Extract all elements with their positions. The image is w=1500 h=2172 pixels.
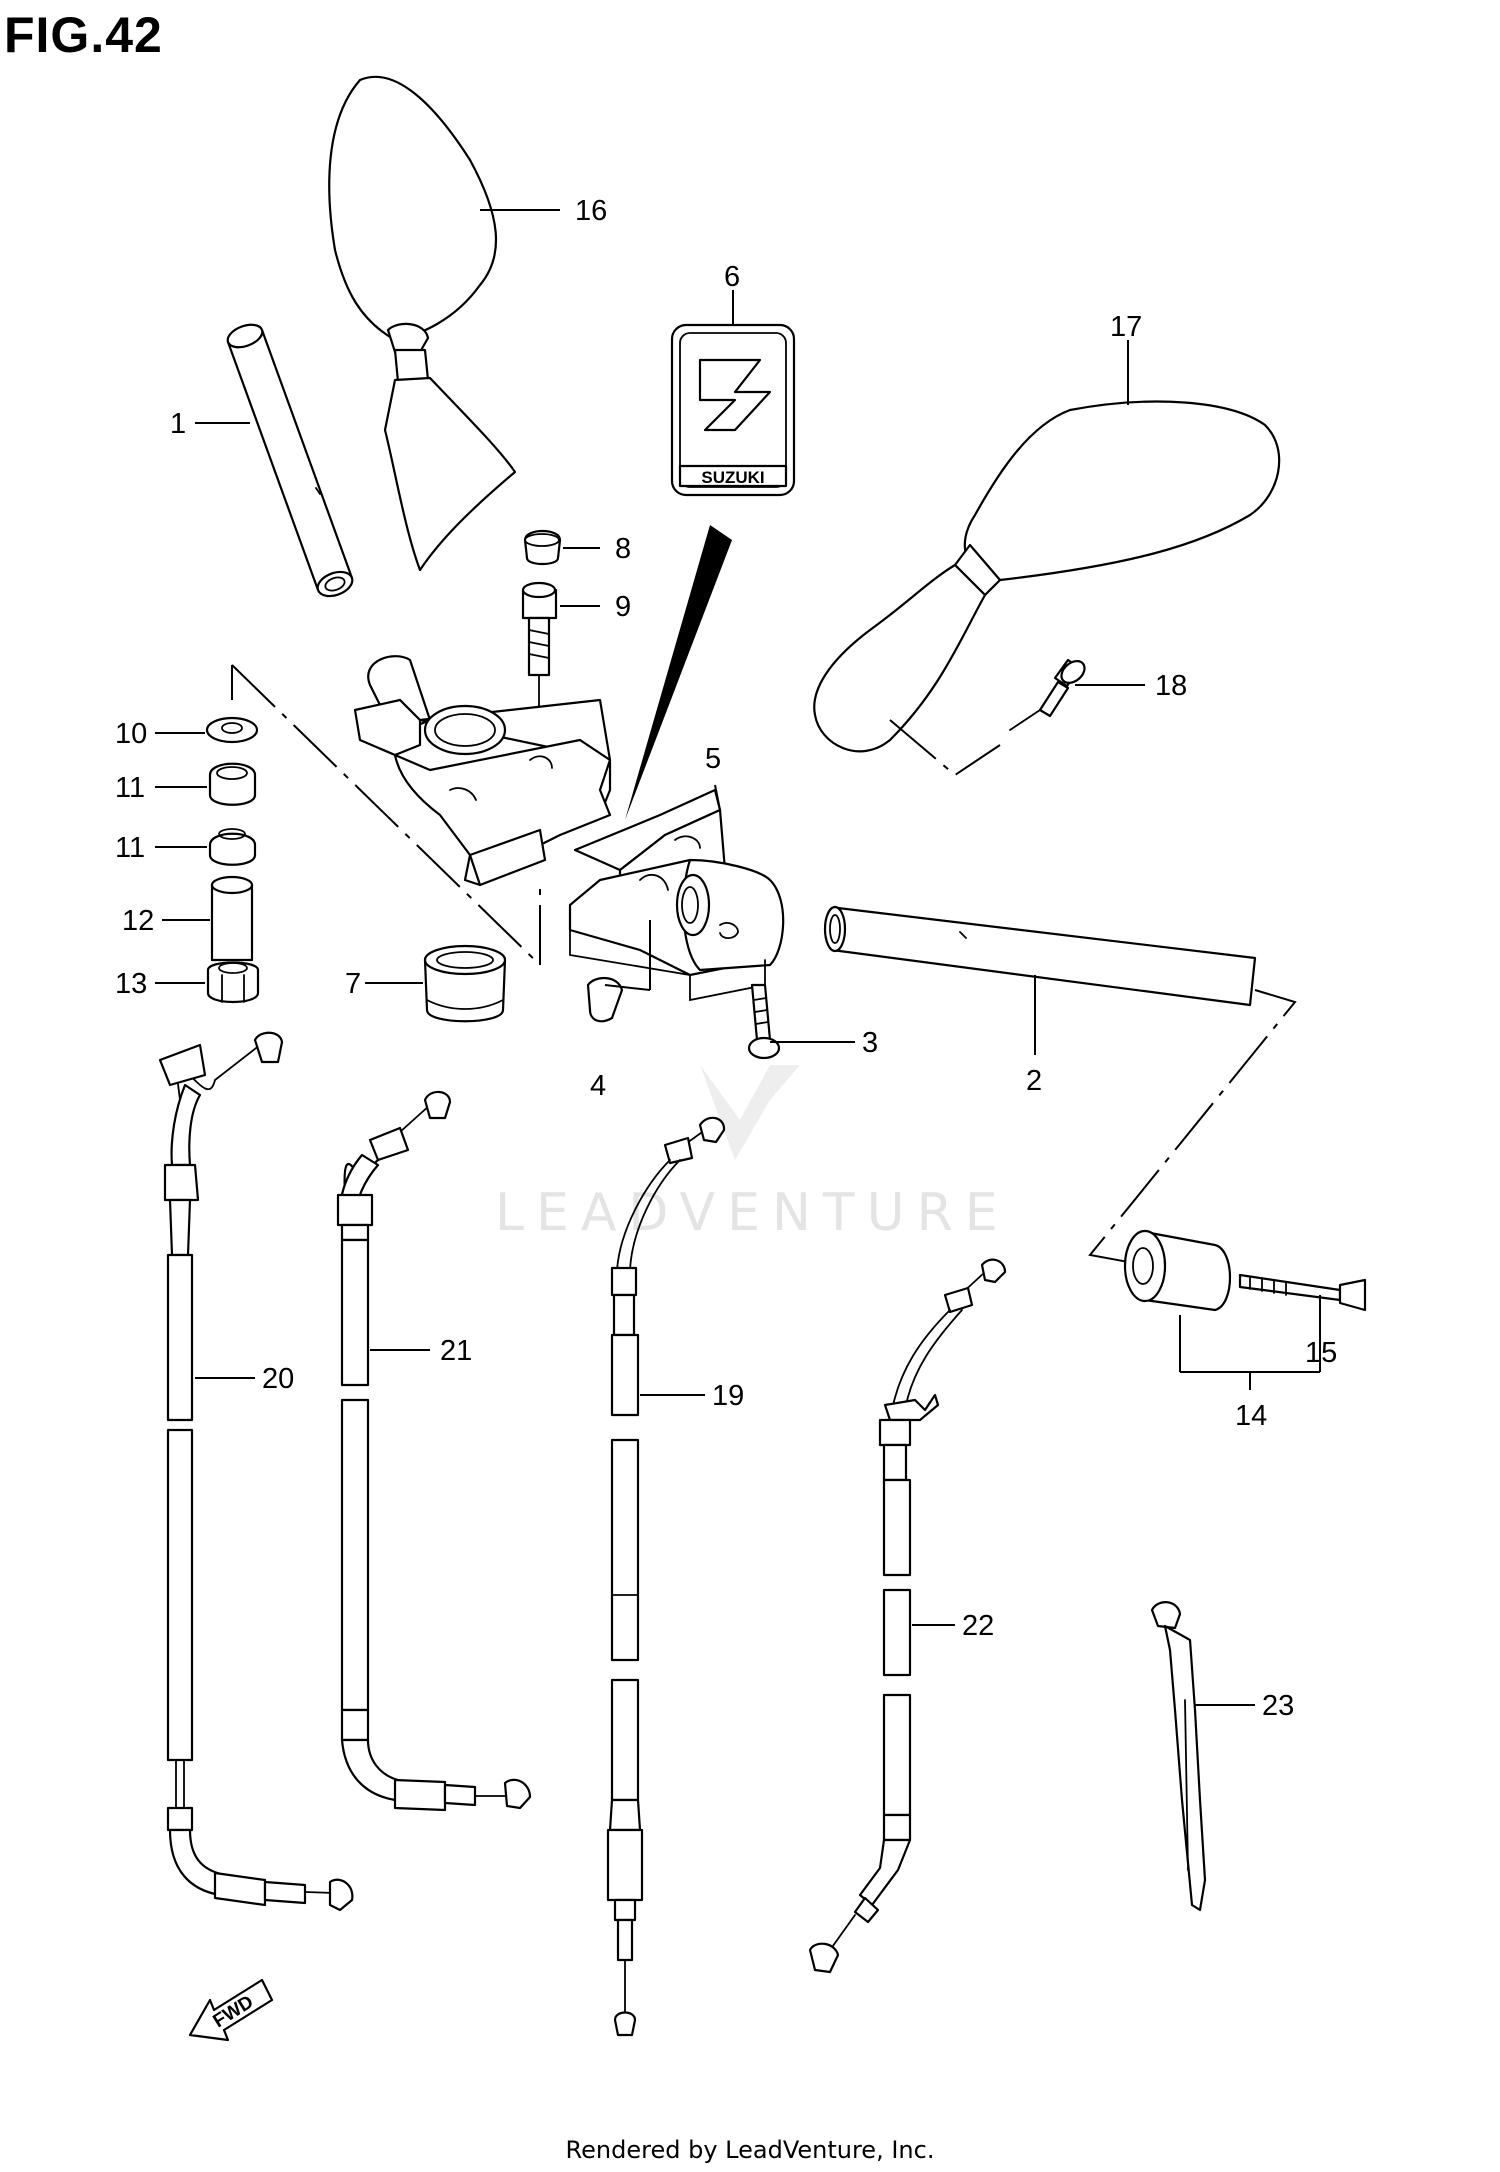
callout-7: 7	[345, 968, 361, 1000]
svg-text:LEADVENTURE: LEADVENTURE	[495, 1183, 1010, 1243]
callout-2: 2	[1026, 1065, 1042, 1097]
assembly-line-mirror	[889, 719, 1001, 777]
callout-17: 17	[1110, 311, 1142, 343]
part-6-suzuki-emblem: SUZUKI	[670, 323, 796, 497]
part-5-handlebar-holder	[353, 655, 785, 1002]
part-12-spacer	[210, 875, 254, 962]
part-4-cap-nut	[586, 920, 651, 1023]
leader-lines	[155, 209, 1321, 1706]
part-19-cable	[606, 1116, 726, 2037]
part-10-washer	[205, 716, 259, 744]
callout-14: 14	[1235, 1400, 1267, 1432]
part-13-nut	[206, 961, 260, 1003]
callout-19: 19	[712, 1380, 744, 1412]
suzuki-logo-text: SUZUKI	[701, 468, 764, 487]
part-15-screw	[1238, 1273, 1367, 1312]
leadventure-watermark: LEADVENTURE	[495, 1065, 1010, 1243]
callout-labels: 16 6 17 1 8 9 18 5 10 11 11 12 13 7 3 4 …	[115, 195, 1337, 1722]
part-11-cushion-lower	[208, 828, 257, 866]
callout-13: 13	[115, 968, 147, 1000]
callout-18: 18	[1155, 670, 1187, 702]
callout-3: 3	[862, 1027, 878, 1059]
callout-22: 22	[962, 1610, 994, 1642]
callout-16: 16	[575, 195, 607, 227]
callout-5: 5	[705, 743, 721, 775]
assembly-line-mount	[231, 664, 541, 968]
part-18-bolt	[1009, 658, 1086, 731]
assembly-line-bar-end	[1088, 989, 1297, 1266]
callout-21: 21	[440, 1335, 472, 1367]
callout-10: 10	[115, 718, 147, 750]
callout-23: 23	[1262, 1690, 1294, 1722]
part-22-cable	[808, 1258, 1007, 1974]
callout-9: 9	[615, 591, 631, 623]
figure-title: FIG.42	[4, 7, 163, 63]
part-17-mirror-right	[813, 400, 1281, 753]
render-credit: Rendered by LeadVenture, Inc.	[565, 2136, 935, 2164]
callout-6: 6	[724, 261, 740, 293]
callout-12: 12	[122, 905, 154, 937]
callout-15: 15	[1305, 1337, 1337, 1369]
callout-8: 8	[615, 533, 631, 565]
part-2-handlebar-right	[823, 905, 1257, 1007]
emblem-location-arrow	[625, 525, 732, 820]
part-21-cable	[336, 1090, 532, 1812]
fwd-direction-arrow: FWD	[188, 1978, 274, 2042]
callout-20: 20	[262, 1363, 294, 1395]
callout-1: 1	[170, 408, 186, 440]
part-1-handlebar-left	[226, 323, 354, 598]
callout-4: 4	[590, 1070, 606, 1102]
callout-11-upper: 11	[115, 772, 145, 804]
part-7-grommet	[423, 944, 507, 1023]
part-3-bolt	[747, 983, 781, 1060]
part-11-cushion-upper	[208, 762, 257, 806]
part-16-mirror-left	[328, 75, 517, 572]
part-23-cable-tie	[1150, 1601, 1207, 1912]
part-20-cable	[158, 1031, 354, 1912]
callout-11-lower: 11	[115, 832, 145, 864]
part-14-bar-end-weight	[1123, 1229, 1232, 1312]
part-8-cap	[523, 529, 562, 566]
